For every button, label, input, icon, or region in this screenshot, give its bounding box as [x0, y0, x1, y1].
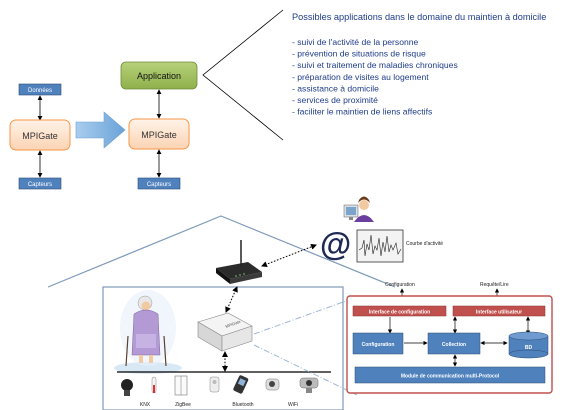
sensor-devices	[121, 375, 319, 396]
mpigate-right-label: MPIGate	[141, 130, 177, 140]
webcam-icon	[299, 377, 319, 393]
mpigate-left-label: MPIGate	[22, 131, 58, 141]
arch-requete-label: Requête/Lire	[480, 282, 509, 288]
protocol-label: WiFi	[288, 402, 298, 408]
interface-config-label: Interface de configuration	[369, 310, 430, 316]
protocol-label: ZigBee	[175, 402, 191, 408]
protocol-label: KNX	[140, 402, 151, 408]
doctor-icon	[343, 196, 374, 222]
house-walls	[102, 286, 344, 410]
thermometer-icon	[151, 376, 157, 394]
configuration-label: Configuration	[362, 342, 395, 348]
application-box	[120, 61, 198, 90]
application-item: - suivi de l'activité de la personne	[292, 37, 419, 47]
camera-icon	[265, 378, 280, 391]
application-item: - assistance à domicile	[292, 83, 379, 93]
application-item: - suivi et traitement de maladies chroni…	[292, 60, 458, 70]
application-item: - services de proximité	[292, 95, 378, 105]
right-stack: Application MPIGate Capteurs	[120, 61, 198, 190]
applications-bracket	[202, 9, 284, 141]
window-sensor-icon	[174, 375, 188, 396]
architecture: Configuration Requête/Lire Interface de …	[346, 282, 553, 394]
interface-config-box	[352, 305, 447, 317]
donnees-label: Données	[28, 88, 52, 94]
capteurs-right-box	[137, 177, 181, 190]
mpigate-right-box	[128, 118, 190, 150]
collection-label: Collection	[442, 342, 466, 348]
application-item: - faciliter le maintien de liens affecti…	[292, 107, 432, 117]
at-symbol: @	[320, 226, 351, 262]
activity-chart-icon	[356, 229, 404, 263]
capteurs-right-label: Capteurs	[147, 182, 171, 188]
module-label: Module de communication multi-Protocol	[401, 374, 500, 380]
database-cylinder	[508, 331, 549, 359]
transform-arrow	[75, 111, 126, 149]
house	[47, 215, 396, 410]
bd-label: BD	[525, 345, 533, 351]
protocol-labels: KNX ZigBee Bluetooth WiFi	[140, 402, 298, 408]
application-item: - préparation de visites au logement	[292, 72, 429, 82]
applications-title: Possibles applications dans le domaine d…	[292, 12, 546, 22]
projection-line-top	[253, 296, 358, 335]
phone-icon	[233, 375, 249, 394]
interface-user-label: Interface utilisateur	[476, 310, 522, 316]
activity-label: Courbe d'activité	[406, 241, 443, 247]
mpigate-left-box	[9, 119, 71, 151]
mpigate-device: MPIGate	[197, 312, 253, 352]
device-label: MPIGate	[225, 319, 242, 329]
applications-list: Possibles applications dans le domaine d…	[292, 12, 546, 117]
configuration-box	[352, 332, 404, 355]
application-item: - prévention de situations de risque	[292, 49, 426, 59]
capteurs-left-label: Capteurs	[28, 182, 52, 188]
projection-line-bottom	[253, 344, 358, 396]
donnees-box	[18, 83, 62, 96]
arch-configuration-top-label: Configuration	[385, 282, 415, 288]
motion-sensor-icon	[209, 376, 220, 393]
capteurs-left-box	[18, 177, 62, 190]
left-stack: Données MPIGate Capteurs	[9, 83, 71, 190]
router-icon	[216, 240, 262, 284]
application-label: Application	[137, 71, 181, 81]
collection-box	[427, 332, 481, 355]
elderly-woman-icon	[114, 290, 182, 374]
protocol-label: Bluetooth	[232, 402, 253, 408]
house-roof	[47, 215, 396, 288]
interface-user-box	[452, 305, 546, 317]
module-box	[354, 366, 546, 384]
lightbulb-icon	[121, 379, 133, 396]
